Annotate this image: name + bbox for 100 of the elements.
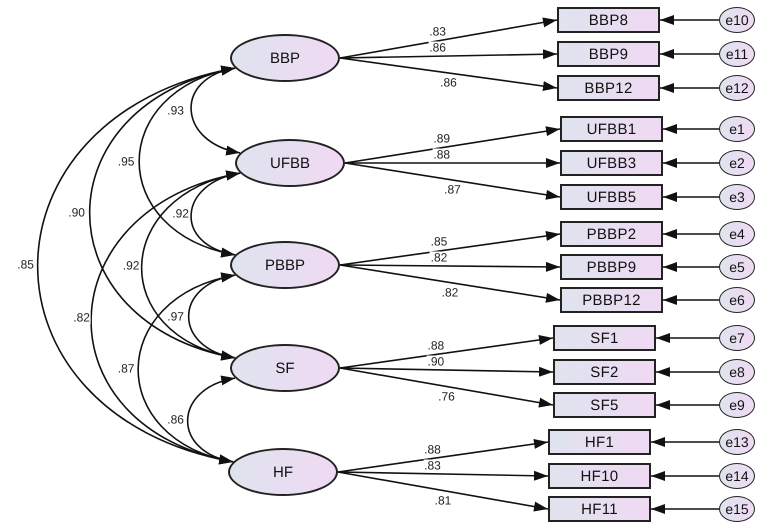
path-arrow	[651, 504, 719, 514]
indicator-box	[548, 496, 651, 522]
node-label: BBP9	[588, 46, 628, 62]
node-label: e12	[725, 80, 749, 96]
node-label: BBP	[270, 50, 300, 66]
edge-label: .89	[432, 132, 452, 146]
node-label: SF2	[590, 364, 619, 380]
indicator-box	[553, 325, 656, 351]
path-arrow	[651, 437, 719, 447]
path-arrow	[663, 229, 719, 239]
error-term-circle	[719, 75, 755, 101]
node-label: PBBP2	[586, 226, 636, 242]
path-arrow	[340, 49, 558, 60]
error-term-circle	[719, 150, 755, 176]
edge-label: .88	[432, 148, 452, 162]
path-arrow	[344, 126, 560, 164]
error-term-circle	[719, 7, 755, 33]
covariance-arrow	[190, 66, 240, 154]
node-label: e1	[729, 121, 745, 137]
path-arrow	[340, 57, 558, 92]
node-label: e8	[729, 364, 745, 380]
path-arrow	[656, 367, 719, 377]
indicator-box	[560, 221, 663, 247]
indicator-box	[560, 184, 663, 210]
node-label: e9	[729, 397, 745, 413]
edge-label: .95	[116, 155, 136, 168]
indicator-box	[548, 463, 651, 489]
indicator-box	[553, 392, 656, 418]
indicator-box	[560, 116, 663, 142]
node-label: e4	[729, 226, 745, 242]
indicator-box	[560, 150, 663, 176]
node-label: e15	[725, 501, 749, 517]
error-term-circle	[719, 429, 755, 455]
edge-label: .85	[16, 258, 35, 272]
path-arrow	[338, 471, 548, 512]
node-label: e6	[729, 292, 745, 308]
node-label: PBBP9	[586, 258, 636, 276]
node-label: SF	[275, 360, 295, 376]
indicator-box	[557, 41, 660, 67]
indicator-box	[557, 7, 660, 33]
edge-label: .83	[428, 25, 447, 38]
node-label: HF	[273, 464, 293, 480]
node-label: e13	[725, 434, 749, 450]
error-term-circle	[719, 392, 755, 418]
latent-variable-ellipse	[230, 241, 340, 289]
path-arrow	[344, 162, 560, 200]
path-arrow	[338, 470, 548, 481]
indicator-box	[553, 359, 656, 385]
covariance-arrow	[188, 274, 236, 360]
node-label: e3	[729, 189, 745, 205]
indicator-box	[557, 75, 660, 101]
path-arrow	[660, 49, 719, 59]
edge-label: .87	[116, 362, 136, 375]
edge-label: .76	[437, 390, 456, 403]
node-label: HF11	[581, 500, 618, 518]
edge-label: .82	[72, 311, 91, 324]
path-arrow	[663, 124, 719, 134]
node-label: UFBB1	[586, 120, 636, 138]
covariance-arrow	[90, 172, 240, 463]
error-term-circle	[719, 359, 755, 385]
node-label: UFBB3	[586, 154, 636, 172]
node-label: UFBB	[270, 154, 310, 172]
path-arrow	[660, 15, 719, 25]
node-label: SF1	[590, 330, 619, 346]
edge-label: .93	[166, 104, 185, 117]
node-label: BBP12	[584, 80, 633, 96]
covariance-arrow	[186, 376, 236, 464]
node-label: e14	[725, 468, 749, 484]
indicator-box	[548, 429, 651, 455]
error-term-circle	[719, 325, 755, 351]
edge-label: .86	[166, 414, 185, 426]
error-term-circle	[719, 496, 755, 522]
edge-label: .86	[439, 76, 458, 90]
edge-label: .83	[423, 459, 442, 472]
node-label: e10	[725, 12, 749, 28]
edge-label: .81	[434, 494, 452, 507]
node-label: HF1	[584, 434, 614, 450]
node-label: e2	[729, 155, 745, 171]
error-term-circle	[719, 221, 755, 247]
path-arrow	[660, 83, 719, 93]
error-term-circle	[719, 184, 755, 210]
node-label: BBP8	[588, 12, 628, 28]
edge-label: .82	[430, 251, 448, 264]
node-label: HF10	[580, 468, 618, 484]
error-term-circle	[719, 41, 755, 67]
covariance-arrow	[137, 274, 236, 464]
latent-variable-ellipse	[235, 139, 345, 187]
edge-label: .92	[171, 208, 190, 220]
path-arrow	[663, 262, 719, 272]
edge-label: .86	[428, 42, 447, 55]
path-arrow	[340, 262, 560, 272]
path-arrow	[340, 366, 554, 377]
node-label: UFBB5	[586, 188, 636, 206]
error-term-circle	[719, 254, 755, 280]
path-arrow	[663, 158, 719, 168]
path-arrow	[656, 333, 719, 343]
path-arrow	[340, 18, 558, 59]
node-label: PBBP12	[582, 292, 641, 308]
path-arrow	[651, 471, 719, 481]
error-term-circle	[719, 116, 755, 142]
